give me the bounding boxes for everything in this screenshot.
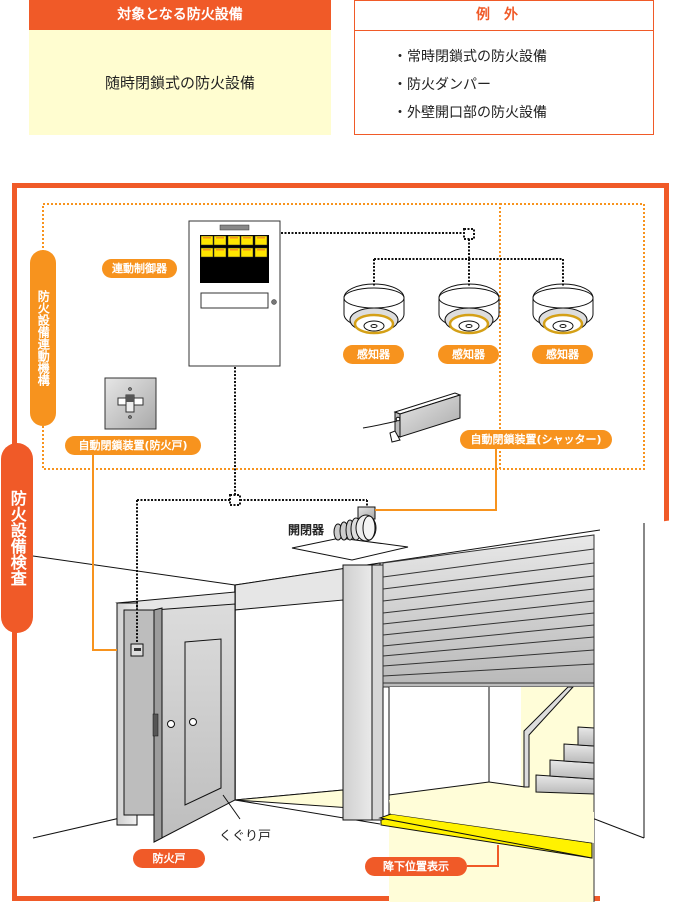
label-detector-2: 感知器 bbox=[438, 345, 499, 364]
linkage-frame-right bbox=[500, 203, 645, 470]
label-fire-door: 防火戸 bbox=[133, 849, 205, 868]
opener-device bbox=[333, 506, 377, 542]
label-auto-closer-shutter: 自動閉鎖装置(シャッター) bbox=[460, 430, 612, 449]
exception-item: 常時閉鎖式の防火設備 bbox=[393, 43, 547, 71]
label-opener: 開閉器 bbox=[288, 523, 325, 537]
target-equipment-body: 随時閉鎖式の防火設備 bbox=[104, 74, 255, 92]
label-auto-closer-door: 自動閉鎖装置(防火戸) bbox=[65, 436, 201, 455]
smoke-detector-3 bbox=[532, 283, 594, 335]
target-equipment-title: 対象となる防火設備 bbox=[29, 0, 331, 30]
target-equipment-box: 対象となる防火設備 随時閉鎖式の防火設備 bbox=[29, 0, 331, 135]
label-wicket-door: くぐり戸 bbox=[219, 829, 272, 844]
linkage-frame bbox=[42, 203, 501, 470]
exception-item: 外壁開口部の防火設備 bbox=[393, 99, 547, 127]
label-detector-3: 感知器 bbox=[532, 345, 593, 364]
fire-equipment-inspection-text: 防火設備検査 bbox=[7, 490, 27, 586]
exceptions-list: 常時閉鎖式の防火設備 防火ダンパー 外壁開口部の防火設備 bbox=[393, 43, 547, 127]
smoke-detector-1 bbox=[343, 283, 405, 335]
label-detector-1: 感知器 bbox=[343, 345, 404, 364]
smoke-detector-2 bbox=[438, 283, 500, 335]
fire-equipment-inspection-label: 防火設備検査 bbox=[1, 443, 33, 633]
label-descent-position: 降下位置表示 bbox=[365, 857, 467, 876]
shutter-closer-device bbox=[362, 392, 462, 443]
linkage-mechanism-text: 防火設備連動機構 bbox=[36, 290, 51, 386]
label-control-panel: 連動制御器 bbox=[102, 259, 177, 278]
wicket-door-panel bbox=[184, 638, 222, 806]
linkage-mechanism-label: 防火設備連動機構 bbox=[30, 250, 56, 426]
descent-position-strip bbox=[378, 813, 593, 859]
exceptions-box: 例外 常時閉鎖式の防火設備 防火ダンパー 外壁開口部の防火設備 bbox=[354, 0, 654, 135]
exception-item: 防火ダンパー bbox=[393, 71, 547, 99]
exceptions-title: 例外 bbox=[355, 1, 653, 31]
